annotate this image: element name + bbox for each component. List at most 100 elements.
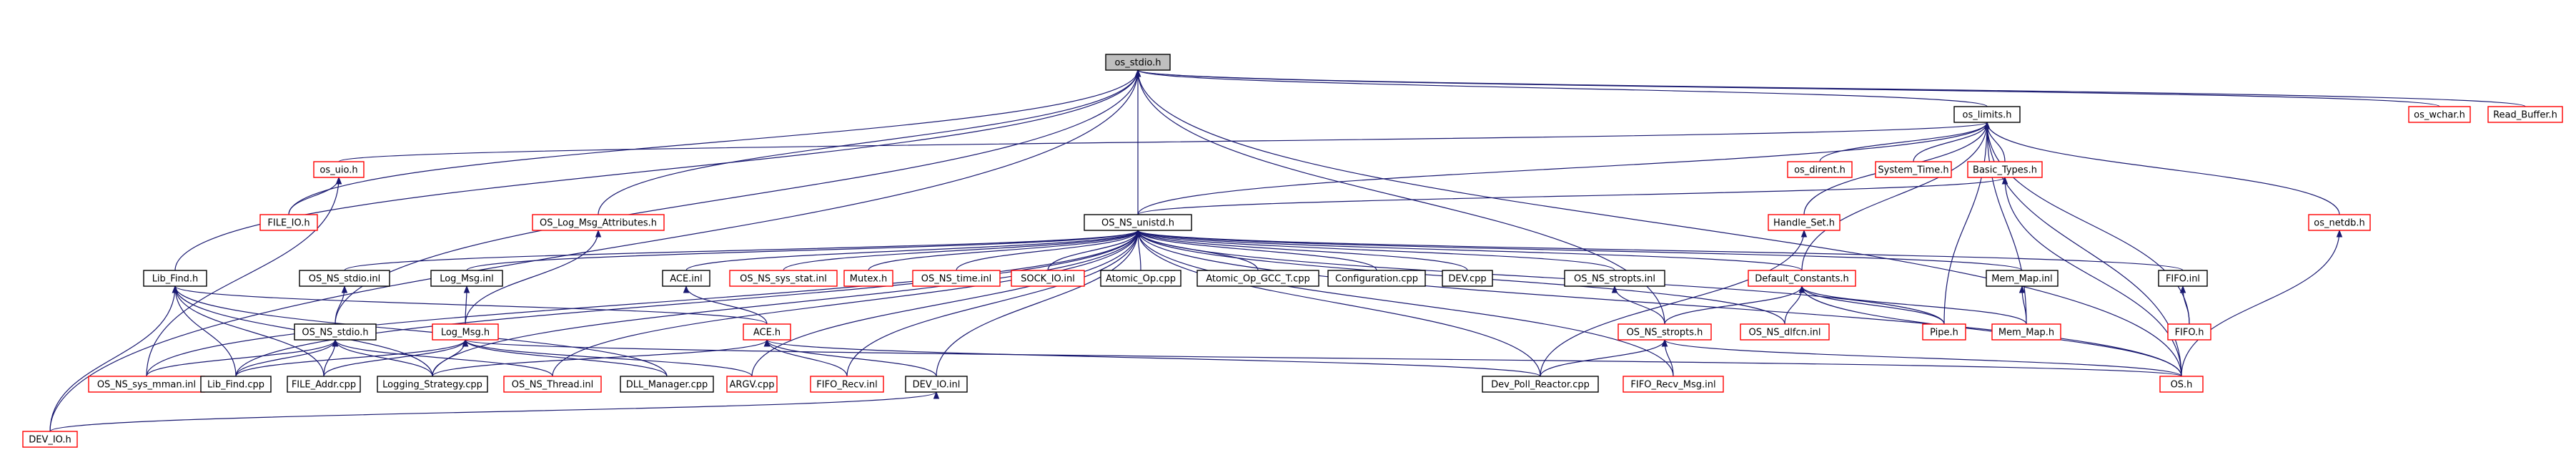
node-box[interactable]	[1748, 270, 1856, 287]
node-box[interactable]	[259, 214, 318, 231]
node-mem_map_h[interactable]: Mem_Map.h	[1991, 323, 2061, 341]
node-box[interactable]	[1787, 161, 1853, 178]
node-fifo_h[interactable]: FIFO.h	[2167, 323, 2211, 341]
node-atomic_op_cpp[interactable]: Atomic_Op.cpp	[1100, 270, 1182, 287]
node-box[interactable]	[1197, 270, 1319, 287]
node-box[interactable]	[810, 376, 884, 393]
node-box[interactable]	[1482, 376, 1599, 393]
node-handle_set_h[interactable]: Handle_Set.h	[1768, 214, 1841, 231]
node-box[interactable]	[2408, 106, 2471, 123]
node-os_ns_time_inl[interactable]: OS_NS_time.inl	[912, 270, 1001, 287]
node-box[interactable]	[912, 270, 1001, 287]
node-dev_cpp[interactable]: DEV.cpp	[1442, 270, 1493, 287]
node-log_msg_inl[interactable]: Log_Msg.inl	[430, 270, 503, 287]
node-box[interactable]	[662, 270, 710, 287]
node-log_msg_h[interactable]: Log_Msg.h	[432, 323, 499, 341]
node-box[interactable]	[287, 376, 361, 393]
node-fifo_recv_msg_inl[interactable]: FIFO_Recv_Msg.inl	[1623, 376, 1724, 393]
node-box[interactable]	[503, 376, 602, 393]
node-os_ns_thread_inl[interactable]: OS_NS_Thread.inl	[503, 376, 602, 393]
node-box[interactable]	[1100, 270, 1182, 287]
node-box[interactable]	[430, 270, 503, 287]
node-box[interactable]	[2487, 106, 2563, 123]
node-box[interactable]	[2308, 214, 2371, 231]
node-fifo_inl[interactable]: FIFO.inl	[2158, 270, 2208, 287]
node-box[interactable]	[1564, 270, 1665, 287]
node-atomic_op_gcc_t_cpp[interactable]: Atomic_Op_GCC_T.cpp	[1197, 270, 1319, 287]
node-label: FIFO_Recv_Msg.inl	[1630, 380, 1715, 391]
node-os_ns_unistd_h[interactable]: OS_NS_unistd.h	[1084, 214, 1192, 231]
node-os_h[interactable]: OS.h	[2159, 376, 2204, 393]
node-box[interactable]	[432, 323, 499, 341]
node-dev_io_h[interactable]: DEV_IO.h	[22, 431, 78, 448]
node-box[interactable]	[1084, 214, 1192, 231]
node-box[interactable]	[2159, 376, 2204, 393]
node-file_addr_cpp[interactable]: FILE_Addr.cpp	[287, 376, 361, 393]
node-os_ns_stropts_h[interactable]: OS_NS_stropts.h	[1618, 323, 1712, 341]
node-box[interactable]	[200, 376, 272, 393]
node-mutex_h[interactable]: Mutex.h	[843, 270, 893, 287]
node-sock_io_inl[interactable]: SOCK_IO.inl	[1011, 270, 1085, 287]
node-box[interactable]	[2167, 323, 2211, 341]
node-box[interactable]	[299, 270, 390, 287]
node-os_ns_stropts_inl[interactable]: OS_NS_stropts.inl	[1564, 270, 1665, 287]
node-os_netdb_h[interactable]: os_netdb.h	[2308, 214, 2371, 231]
node-box[interactable]	[726, 376, 778, 393]
node-box[interactable]	[1327, 270, 1426, 287]
node-lib_find_h[interactable]: Lib_Find.h	[143, 270, 207, 287]
node-box[interactable]	[905, 376, 968, 393]
node-logging_strategy_cpp[interactable]: Logging_Strategy.cpp	[377, 376, 488, 393]
node-ace_h[interactable]: ACE.h	[743, 323, 791, 341]
node-box[interactable]	[2158, 270, 2208, 287]
node-os_ns_sys_mman_inl[interactable]: OS_NS_sys_mman.inl	[88, 376, 205, 393]
node-box[interactable]	[1011, 270, 1085, 287]
node-lib_find_cpp[interactable]: Lib_Find.cpp	[200, 376, 272, 393]
node-box[interactable]	[743, 323, 791, 341]
node-file_io_h[interactable]: FILE_IO.h	[259, 214, 318, 231]
node-box[interactable]	[843, 270, 893, 287]
node-box[interactable]	[1768, 214, 1841, 231]
node-read_buffer_h[interactable]: Read_Buffer.h	[2487, 106, 2563, 123]
node-os_stdio_h[interactable]: os_stdio.h	[1105, 54, 1171, 71]
node-pipe_h[interactable]: Pipe.h	[1922, 323, 1966, 341]
node-os_wchar_h[interactable]: os_wchar.h	[2408, 106, 2471, 123]
node-os_ns_dlfcn_inl[interactable]: OS_NS_dlfcn.inl	[1740, 323, 1830, 341]
node-os_uio_h[interactable]: os_uio.h	[313, 161, 365, 178]
node-ace_inl[interactable]: ACE.inl	[662, 270, 710, 287]
node-os_ns_stdio_h[interactable]: OS_NS_stdio.h	[294, 323, 377, 341]
node-system_time_h[interactable]: System_Time.h	[1875, 161, 1952, 178]
node-dll_manager_cpp[interactable]: DLL_Manager.cpp	[620, 376, 714, 393]
node-fifo_recv_inl[interactable]: FIFO_Recv.inl	[810, 376, 884, 393]
node-argv_cpp[interactable]: ARGV.cpp	[726, 376, 778, 393]
node-box[interactable]	[1623, 376, 1724, 393]
node-default_constants_h[interactable]: Default_Constants.h	[1748, 270, 1856, 287]
node-box[interactable]	[1967, 161, 2043, 178]
node-box[interactable]	[532, 214, 665, 231]
node-dev_poll_reactor_cpp[interactable]: Dev_Poll_Reactor.cpp	[1482, 376, 1599, 393]
node-box[interactable]	[1922, 323, 1966, 341]
node-box[interactable]	[1442, 270, 1493, 287]
node-box[interactable]	[1740, 323, 1830, 341]
node-box[interactable]	[1105, 54, 1171, 71]
node-box[interactable]	[143, 270, 207, 287]
node-configuration_cpp[interactable]: Configuration.cpp	[1327, 270, 1426, 287]
node-box[interactable]	[294, 323, 377, 341]
node-box[interactable]	[1875, 161, 1952, 178]
node-box[interactable]	[1991, 323, 2061, 341]
node-box[interactable]	[620, 376, 714, 393]
node-os_ns_sys_stat_inl[interactable]: OS_NS_sys_stat.inl	[729, 270, 838, 287]
node-dev_io_inl[interactable]: DEV_IO.inl	[905, 376, 968, 393]
node-box[interactable]	[313, 161, 365, 178]
node-box[interactable]	[1986, 270, 2059, 287]
node-box[interactable]	[729, 270, 838, 287]
node-basic_types_h[interactable]: Basic_Types.h	[1967, 161, 2043, 178]
node-os_log_msg_attributes_h[interactable]: OS_Log_Msg_Attributes.h	[532, 214, 665, 231]
node-box[interactable]	[377, 376, 488, 393]
node-box[interactable]	[22, 431, 78, 448]
node-mem_map_inl[interactable]: Mem_Map.inl	[1986, 270, 2059, 287]
node-box[interactable]	[1618, 323, 1712, 341]
node-os_limits_h[interactable]: os_limits.h	[1953, 106, 2021, 123]
node-box[interactable]	[1953, 106, 2021, 123]
node-os_dirent_h[interactable]: os_dirent.h	[1787, 161, 1853, 178]
node-os_ns_stdio_inl[interactable]: OS_NS_stdio.inl	[299, 270, 390, 287]
